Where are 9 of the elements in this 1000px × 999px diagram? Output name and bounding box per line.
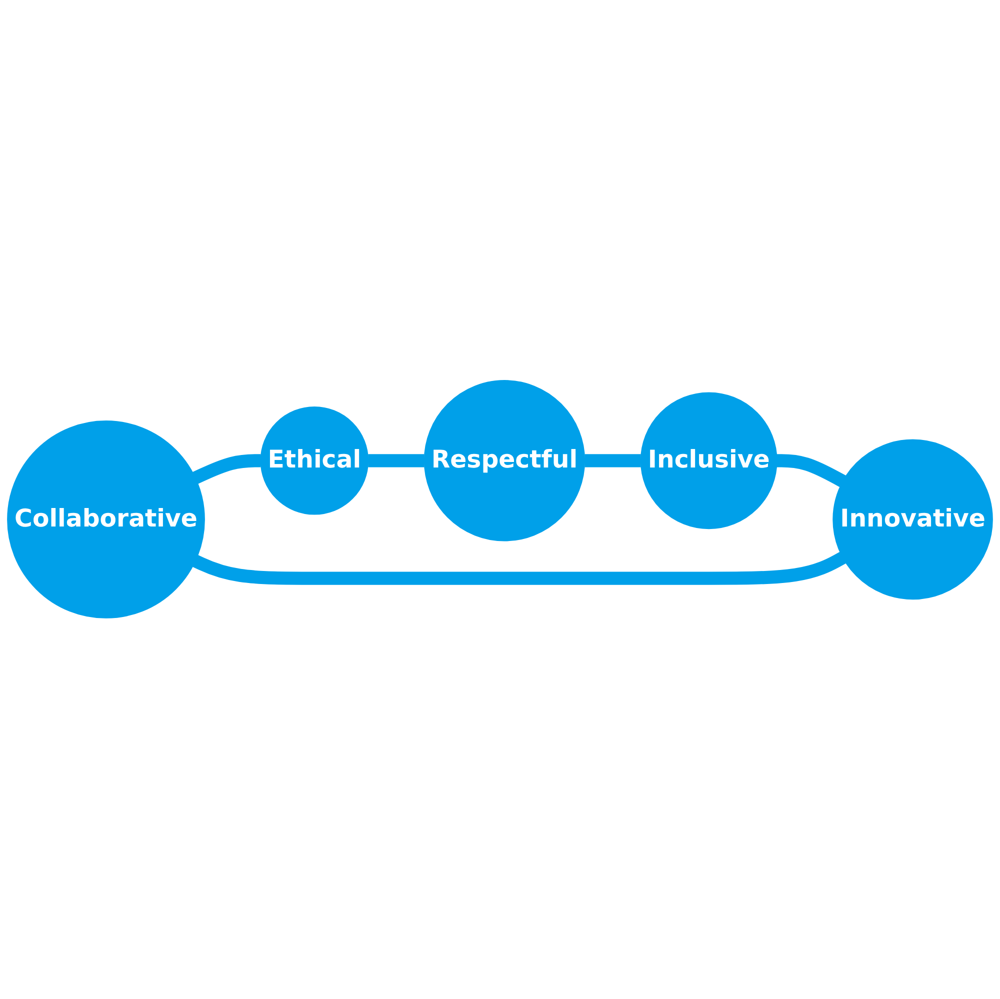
node-circle: Collaborative xyxy=(7,420,205,619)
connector xyxy=(582,454,643,468)
node-circle: Ethical xyxy=(260,406,369,516)
connector xyxy=(192,552,846,586)
connector xyxy=(366,454,426,468)
node-circle: Respectful xyxy=(424,380,586,542)
connector xyxy=(192,454,263,484)
node-circle: Inclusive xyxy=(640,392,778,530)
node-circle: Innovative xyxy=(832,440,993,600)
